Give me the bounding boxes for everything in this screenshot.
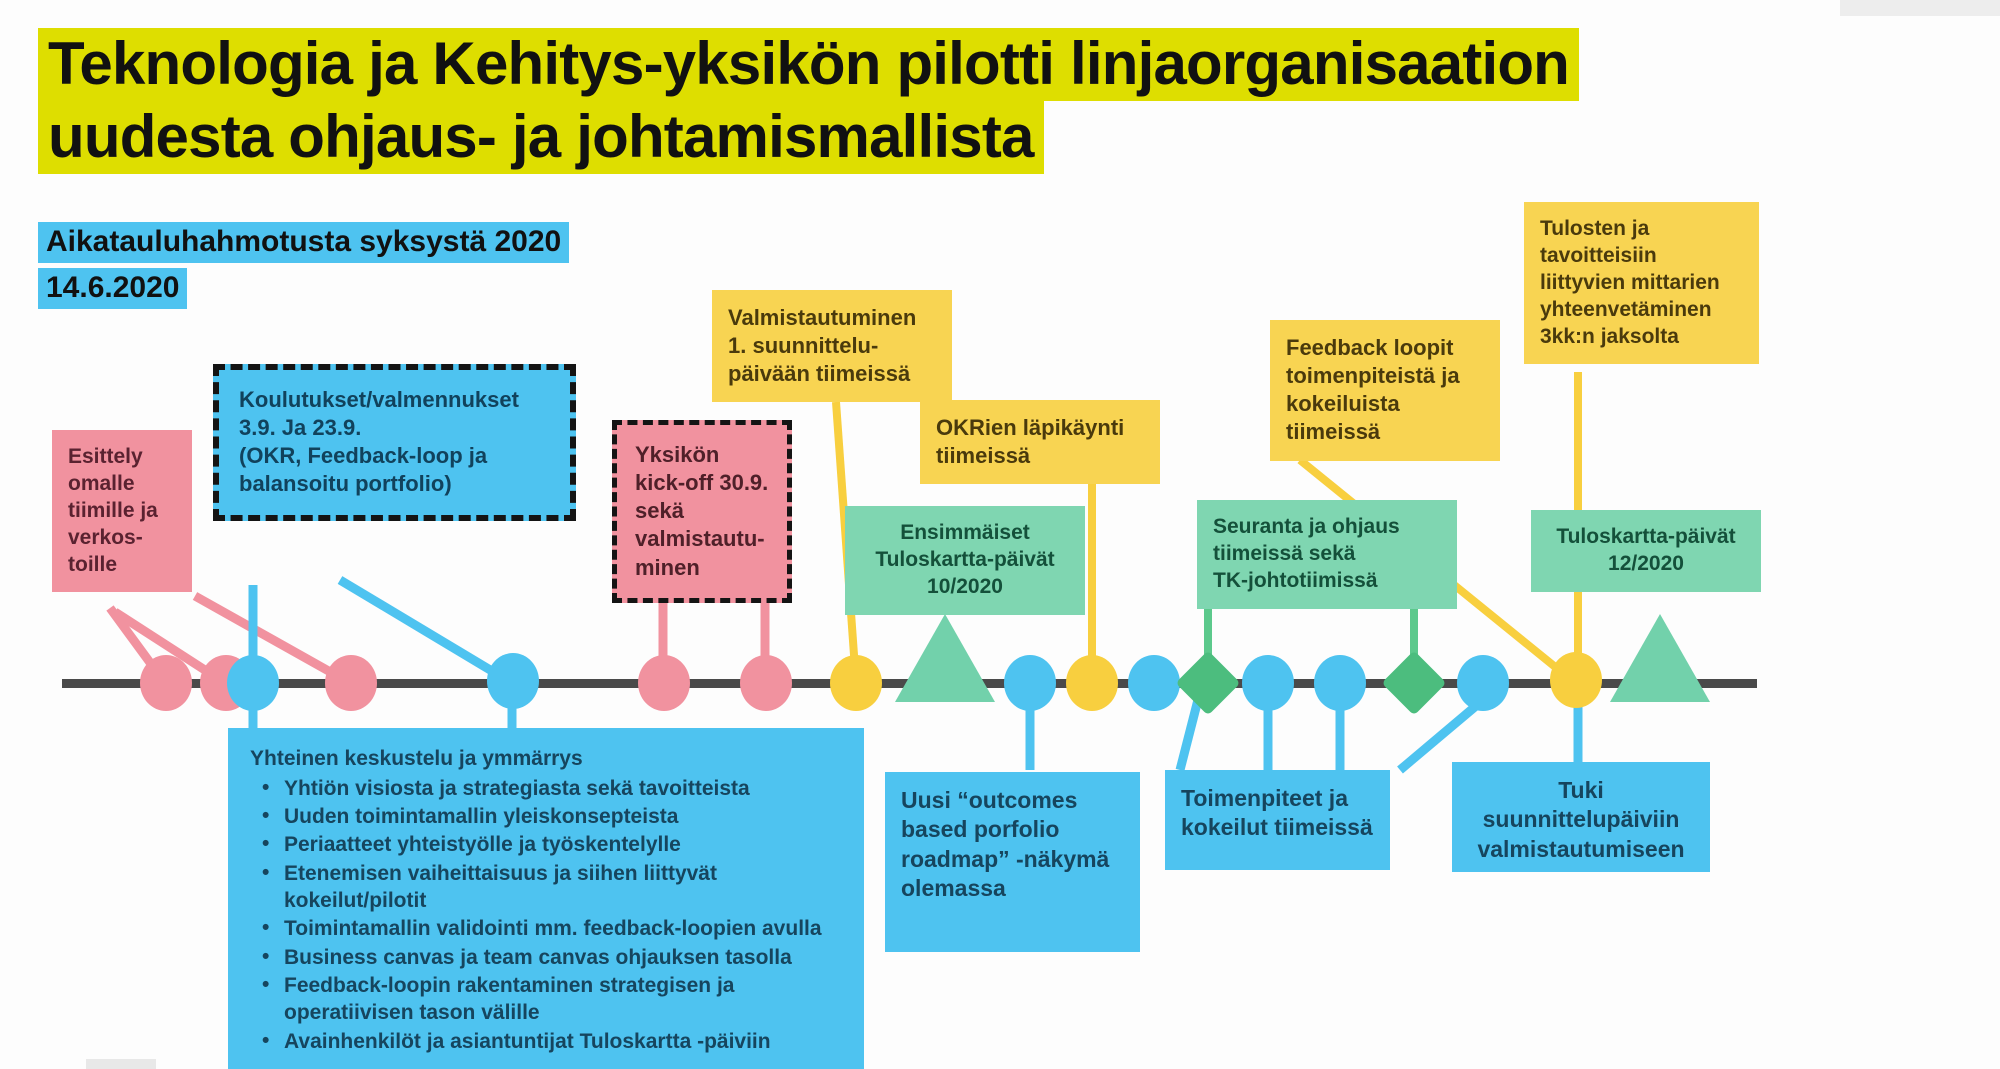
box-yhteinen-keskustelu[interactable]: Yhteinen keskustelu ja ymmärrys Yhtiön v… (228, 728, 864, 1069)
bottom-left-artifact (86, 1059, 156, 1069)
node-15-blue-circle[interactable] (1314, 655, 1366, 711)
top-right-artifact (1840, 0, 2000, 16)
title-line-2: uudesta ohjaus- ja johtamismallista (38, 101, 1044, 175)
node-10-blue-circle[interactable] (1004, 655, 1056, 711)
node-8-yellow-circle[interactable] (830, 655, 882, 711)
node-4-pink-circle[interactable] (325, 655, 377, 711)
subtitle-date: 14.6.2020 (38, 268, 188, 309)
box-tulosten-ja-tavoitteisiin[interactable]: Tulosten ja tavoitteisiin liittyvien mit… (1524, 202, 1759, 365)
node-19-green-triangle[interactable] (1610, 614, 1710, 702)
node-13-green-diamond[interactable] (1175, 650, 1241, 716)
box-kickoff[interactable]: Yksikön kick-off 30.9. sekä valmistautu-… (612, 420, 792, 603)
node-14-blue-circle[interactable] (1242, 655, 1294, 711)
box-tuki-suunnittelupaiviin[interactable]: Tuki suunnittelupäiviin valmistautumisee… (1452, 762, 1710, 872)
title-line-1: Teknologia ja Kehitys-yksikön pilotti li… (38, 28, 1580, 102)
discussion-bullet-7: Feedback-loopin rakentaminen strategisen… (250, 971, 842, 1027)
discussion-bullet-4: Etenemisen vaiheittaisuus ja siihen liit… (250, 859, 842, 915)
box-esittely[interactable]: Esittely omalle tiimille ja verkos- toil… (52, 430, 192, 593)
node-11-yellow-circle[interactable] (1066, 655, 1118, 711)
node-3-blue-circle[interactable] (227, 655, 279, 711)
discussion-bullet-2: Uuden toimintamallin yleiskonsepteista (250, 802, 842, 830)
discussion-lead: Yhteinen keskustelu ja ymmärrys (250, 747, 583, 770)
box-okrien-lapikaynti[interactable]: OKRien läpikäynti tiimeissä (920, 400, 1160, 485)
slide-subtitle: Aikatauluhahmotusta syksystä 2020 14.6.2… (38, 222, 570, 309)
discussion-bullet-8: Avainhenkilöt ja asiantuntijat Tuloskart… (250, 1027, 842, 1055)
slide-title: Teknologia ja Kehitys-yksikön pilotti li… (38, 28, 1798, 175)
discussion-bullet-3: Periaatteet yhteistyölle ja työskentelyl… (250, 830, 842, 858)
box-ensimmaiset-tuloskartta[interactable]: Ensimmäiset Tuloskartta-päivät 10/2020 (845, 506, 1085, 615)
node-1-pink-circle[interactable] (140, 655, 192, 711)
subtitle-text: Aikatauluhahmotusta syksystä 2020 (38, 222, 570, 263)
box-uusi-roadmap[interactable]: Uusi “outcomes based porfolio roadmap” -… (885, 772, 1140, 952)
node-16-green-diamond[interactable] (1381, 650, 1447, 716)
box-koulutukset[interactable]: Koulutukset/valmennukset 3.9. Ja 23.9. (… (213, 364, 576, 521)
node-9-green-triangle[interactable] (895, 614, 995, 702)
discussion-bullet-1: Yhtiön visiosta ja strategiasta sekä tav… (250, 774, 842, 802)
box-toimenpiteet-kokeilut[interactable]: Toimenpiteet ja kokeilut tiimeissä (1165, 770, 1390, 870)
box-tuloskartta-12-2020[interactable]: Tuloskartta-päivät 12/2020 (1531, 510, 1761, 592)
box-seuranta-ja-ohjaus[interactable]: Seuranta ja ohjaus tiimeissä sekä TK-joh… (1197, 500, 1457, 609)
discussion-bullet-6: Business canvas ja team canvas ohjauksen… (250, 943, 842, 971)
node-6-pink-circle[interactable] (638, 655, 690, 711)
node-5-blue-circle[interactable] (487, 653, 539, 709)
box-valmistautuminen[interactable]: Valmistautuminen 1. suunnittelu- päivään… (712, 290, 952, 403)
node-17-blue-circle[interactable] (1457, 655, 1509, 711)
node-7-pink-circle[interactable] (740, 655, 792, 711)
discussion-bullet-5: Toimintamallin validointi mm. feedback-l… (250, 914, 842, 942)
discussion-bullet-list: Yhtiön visiosta ja strategiasta sekä tav… (250, 774, 842, 1055)
node-12-blue-circle[interactable] (1128, 655, 1180, 711)
box-feedback-loopit[interactable]: Feedback loopit toimenpiteistä ja kokeil… (1270, 320, 1500, 461)
node-18-yellow-circle[interactable] (1550, 652, 1602, 708)
